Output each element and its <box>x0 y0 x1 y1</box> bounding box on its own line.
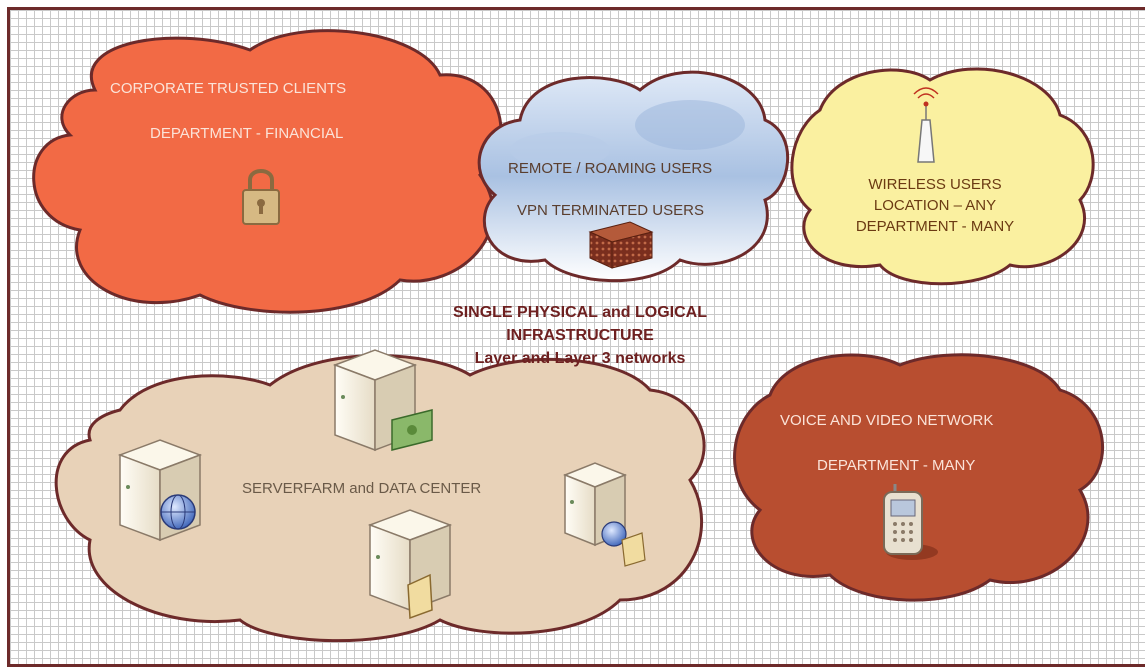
serverfarm-label: SERVERFARM and DATA CENTER <box>242 480 482 497</box>
web-file-server-icon <box>562 462 646 567</box>
antenna-icon <box>913 87 939 163</box>
padlock-icon <box>242 169 280 225</box>
center-title-line1: SINGLE PHYSICAL and LOGICAL <box>453 304 707 321</box>
center-title-line2: INFRASTRUCTURE <box>506 327 654 344</box>
corporate-line1: CORPORATE TRUSTED CLIENTS <box>110 80 347 97</box>
voice-line1: VOICE AND VIDEO NETWORK <box>780 412 994 429</box>
center-title-line3: Layer and Layer 3 networks <box>474 350 686 367</box>
wireless-line2: LOCATION – ANY <box>873 197 997 214</box>
wireless-cloud <box>790 67 1095 286</box>
voice-line2: DEPARTMENT - MANY <box>817 457 976 474</box>
corporate-line2: DEPARTMENT - FINANCIAL <box>150 125 344 142</box>
voice-video-cloud <box>733 353 1104 602</box>
web-server-icon <box>117 439 203 542</box>
remote-line2: VPN TERMINATED USERS <box>517 202 704 219</box>
firewall-icon <box>588 221 654 269</box>
serverfarm-cloud <box>54 354 706 643</box>
file-server-icon <box>367 509 453 620</box>
remote-line1: REMOTE / ROAMING USERS <box>508 160 713 177</box>
wireless-line3: DEPARTMENT - MANY <box>855 218 1015 235</box>
finance-server-icon <box>332 349 433 452</box>
cell-phone-icon <box>883 484 938 560</box>
wireless-line1: WIRELESS USERS <box>868 176 1002 193</box>
